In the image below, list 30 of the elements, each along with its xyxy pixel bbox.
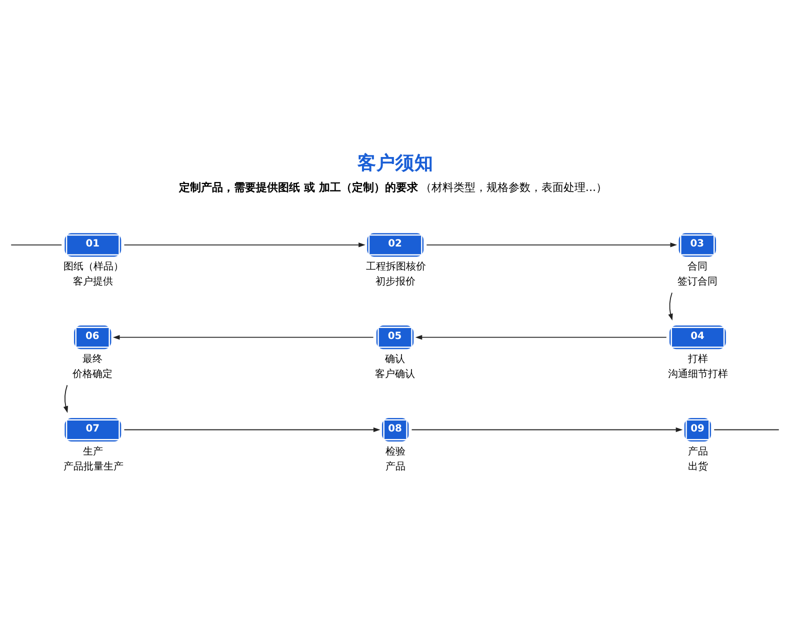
diagram-title: 客户须知 bbox=[357, 153, 434, 174]
node-label: 客户确认 bbox=[375, 368, 416, 380]
connector bbox=[10, 244, 62, 246]
arrow bbox=[415, 334, 667, 340]
node-label: 最终 bbox=[82, 354, 103, 366]
node-label: 生产 bbox=[82, 446, 103, 458]
node-label: 产品 bbox=[688, 446, 708, 458]
node-label: 合同 bbox=[687, 262, 708, 273]
node-label: 签订合同 bbox=[678, 276, 718, 288]
arrow bbox=[124, 242, 366, 248]
node-label: 价格确定 bbox=[72, 368, 113, 380]
arrow bbox=[668, 292, 673, 321]
node-label: 产品批量生产 bbox=[63, 461, 124, 472]
node-label: 客户提供 bbox=[73, 276, 114, 288]
node-label: 初步报价 bbox=[375, 276, 416, 288]
arrow bbox=[124, 427, 380, 432]
node-label: 打样 bbox=[688, 354, 708, 366]
node-label: 图纸（样品） bbox=[63, 262, 124, 273]
connector bbox=[714, 429, 780, 430]
node-label: 工程拆图核价 bbox=[366, 262, 426, 273]
node-label: 确认 bbox=[385, 354, 406, 366]
arrow bbox=[411, 427, 683, 432]
arrow bbox=[112, 334, 374, 340]
arrow bbox=[426, 242, 678, 248]
node-label: 出货 bbox=[688, 461, 708, 472]
node-label: 产品 bbox=[385, 461, 406, 472]
label: 定制产品，需要提供图纸 或 加工（定制）的要求（材料类型，规格参数，表面处理...） bbox=[179, 181, 608, 194]
node-label: 检验 bbox=[385, 446, 406, 458]
node-label: 沟通细节打样 bbox=[668, 368, 728, 380]
arrow bbox=[63, 384, 68, 413]
